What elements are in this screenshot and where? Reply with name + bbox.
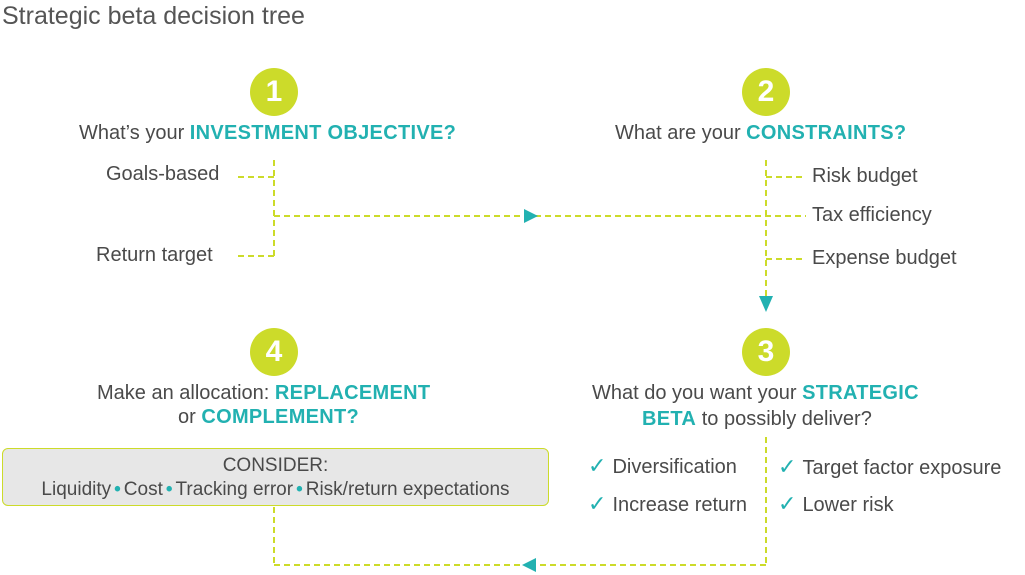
bullet-separator: •: [114, 479, 121, 500]
arrow-right-icon: [524, 209, 538, 223]
step2-question-highlight: CONSTRAINTS?: [746, 122, 907, 144]
step3-outcome-diversification: ✓Diversification: [588, 453, 737, 479]
arrow-left-icon: [522, 558, 536, 572]
step3-question-highlight-2: BETA: [642, 408, 697, 430]
step1-option-goals: Goals-based: [106, 163, 220, 185]
consider-item-liquidity: Liquidity: [41, 479, 112, 500]
step3-number-badge: 3: [742, 328, 790, 376]
step1-question-highlight: INVESTMENT OBJECTIVE?: [189, 122, 457, 144]
step3-outcome-increase-return: ✓Increase return: [588, 491, 747, 517]
outcome-label: Increase return: [612, 494, 747, 516]
page-title: Strategic beta decision tree: [2, 2, 305, 30]
step4-question-prefix: Make an allocation:: [97, 382, 275, 404]
step2-number-badge: 2: [742, 68, 790, 116]
checkmark-icon: ✓: [778, 454, 797, 479]
step4-question-highlight-2: COMPLEMENT?: [201, 406, 360, 428]
step2-question: What are your CONSTRAINTS?: [615, 122, 906, 145]
checkmark-icon: ✓: [778, 491, 797, 516]
consider-item-tracking-error: Tracking error: [175, 479, 294, 500]
step3-outcome-target-factor: ✓Target factor exposure: [778, 454, 1001, 480]
step2-option-risk: Risk budget: [812, 165, 918, 187]
step1-number-badge: 1: [250, 68, 298, 116]
step4-number-badge: 4: [250, 328, 298, 376]
step1-question-prefix: What’s your: [79, 122, 190, 144]
consider-item-cost: Cost: [123, 479, 163, 500]
consider-item-risk-return: Risk/return expectations: [305, 479, 510, 500]
step3-outcome-lower-risk: ✓Lower risk: [778, 491, 894, 517]
step3-question-suffix: to possibly deliver?: [696, 408, 872, 430]
step3-question-prefix: What do you want your: [592, 382, 803, 404]
bullet-separator: •: [296, 479, 303, 500]
consider-box: CONSIDER: Liquidity•Cost•Tracking error•…: [2, 448, 549, 506]
bullet-separator: •: [165, 479, 173, 500]
consider-items: Liquidity•Cost•Tracking error•Risk/retur…: [3, 479, 548, 501]
outcome-label: Target factor exposure: [802, 457, 1002, 479]
step3-question-line1: What do you want your STRATEGIC: [592, 382, 919, 405]
arrow-down-icon: [759, 296, 773, 312]
step4-question-highlight-1: REPLACEMENT: [274, 382, 431, 404]
step2-question-prefix: What are your: [615, 122, 747, 144]
outcome-label: Diversification: [612, 456, 737, 478]
step3-question-highlight-1: STRATEGIC: [802, 382, 919, 404]
step4-question-line2: or COMPLEMENT?: [178, 406, 359, 429]
checkmark-icon: ✓: [588, 453, 607, 478]
step2-option-expense: Expense budget: [812, 247, 957, 269]
step3-question-line2: BETA to possibly deliver?: [642, 408, 872, 431]
step4-question-line1: Make an allocation: REPLACEMENT: [97, 382, 430, 405]
step4-question-prefix-2: or: [178, 406, 202, 428]
consider-heading: CONSIDER:: [222, 455, 329, 476]
outcome-label: Lower risk: [802, 494, 894, 516]
step1-question: What’s your INVESTMENT OBJECTIVE?: [79, 122, 456, 145]
step1-option-return: Return target: [96, 244, 213, 266]
step2-option-tax: Tax efficiency: [812, 204, 932, 226]
checkmark-icon: ✓: [588, 491, 607, 516]
